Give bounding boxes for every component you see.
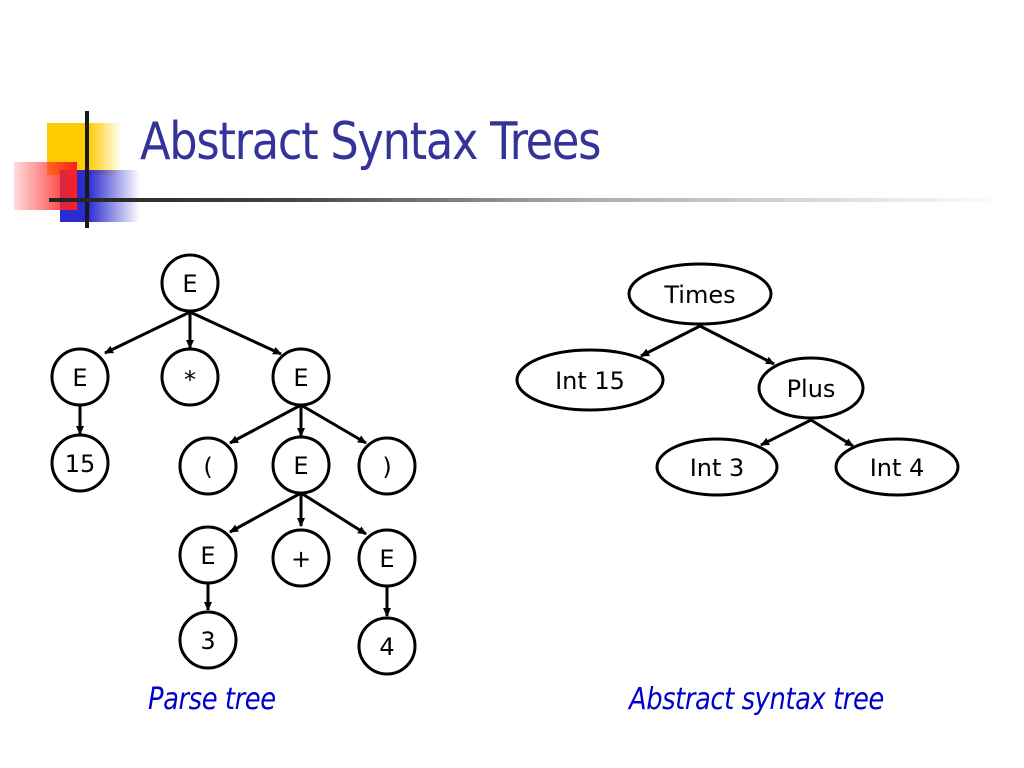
pt-label-rparen: ) (382, 453, 391, 481)
pt-label-15: 15 (65, 450, 96, 478)
ast-label-int3: Int 3 (690, 454, 745, 482)
parse-tree-edges (76, 310, 391, 617)
pt-label-inner-e: E (293, 452, 308, 480)
edge-right-rparen (300, 403, 367, 445)
pt-node-plus (271, 528, 331, 588)
ast-caption: Abstract syntax tree (629, 682, 884, 717)
ast-node-times (627, 262, 773, 326)
ast-node-int15 (515, 348, 665, 412)
pt-label-e3: E (200, 542, 215, 570)
slide-title: Abstract Syntax Trees (140, 112, 601, 172)
pt-label-left-e: E (72, 364, 87, 392)
pt-node-e4 (357, 528, 417, 588)
edge-root-left (104, 310, 191, 355)
decor-vertical-rule (85, 111, 89, 228)
pt-label-times: * (184, 366, 196, 394)
ast-edge-times-plus (699, 324, 775, 366)
edge-root-right (189, 310, 282, 356)
edge-inner-e3 (229, 491, 302, 534)
pt-node-rparen (357, 436, 417, 496)
ast-node-int4 (834, 437, 960, 497)
decor-red-square (14, 162, 77, 210)
pt-node-e3 (178, 525, 238, 585)
ast-edges (640, 324, 854, 448)
ast-edge-times-int15 (640, 324, 701, 358)
ast-node-int3 (655, 437, 779, 497)
ast-label-times: Times (663, 281, 735, 309)
pt-node-left-e (50, 347, 110, 407)
pt-label-right-e: E (293, 364, 308, 392)
parse-tree-caption: Parse tree (148, 682, 276, 717)
pt-node-right-e (271, 347, 331, 407)
pt-node-3 (178, 610, 238, 670)
pt-node-lparen (178, 436, 238, 496)
pt-node-4 (357, 616, 417, 676)
ast-label-plus: Plus (787, 375, 836, 403)
pt-label-root: E (182, 270, 197, 298)
ast-edge-plus-int3 (760, 418, 812, 447)
pt-node-times (160, 347, 220, 407)
edge-right-lparen (229, 403, 302, 445)
ast-node-plus (757, 356, 865, 420)
edge-inner-e4 (300, 491, 367, 536)
ast-edge-plus-int4 (810, 418, 854, 448)
pt-label-lparen: ( (203, 453, 212, 481)
pt-node-15 (50, 433, 110, 493)
ast-label-int4: Int 4 (870, 454, 925, 482)
pt-label-3: 3 (200, 627, 215, 655)
ast-label-int15: Int 15 (555, 367, 625, 395)
pt-label-plus: + (291, 545, 311, 573)
title-underline-rule (49, 198, 1009, 202)
pt-node-root (160, 253, 220, 313)
pt-node-inner-e (271, 435, 331, 495)
pt-label-e4: E (379, 545, 394, 573)
pt-label-4: 4 (379, 633, 394, 661)
